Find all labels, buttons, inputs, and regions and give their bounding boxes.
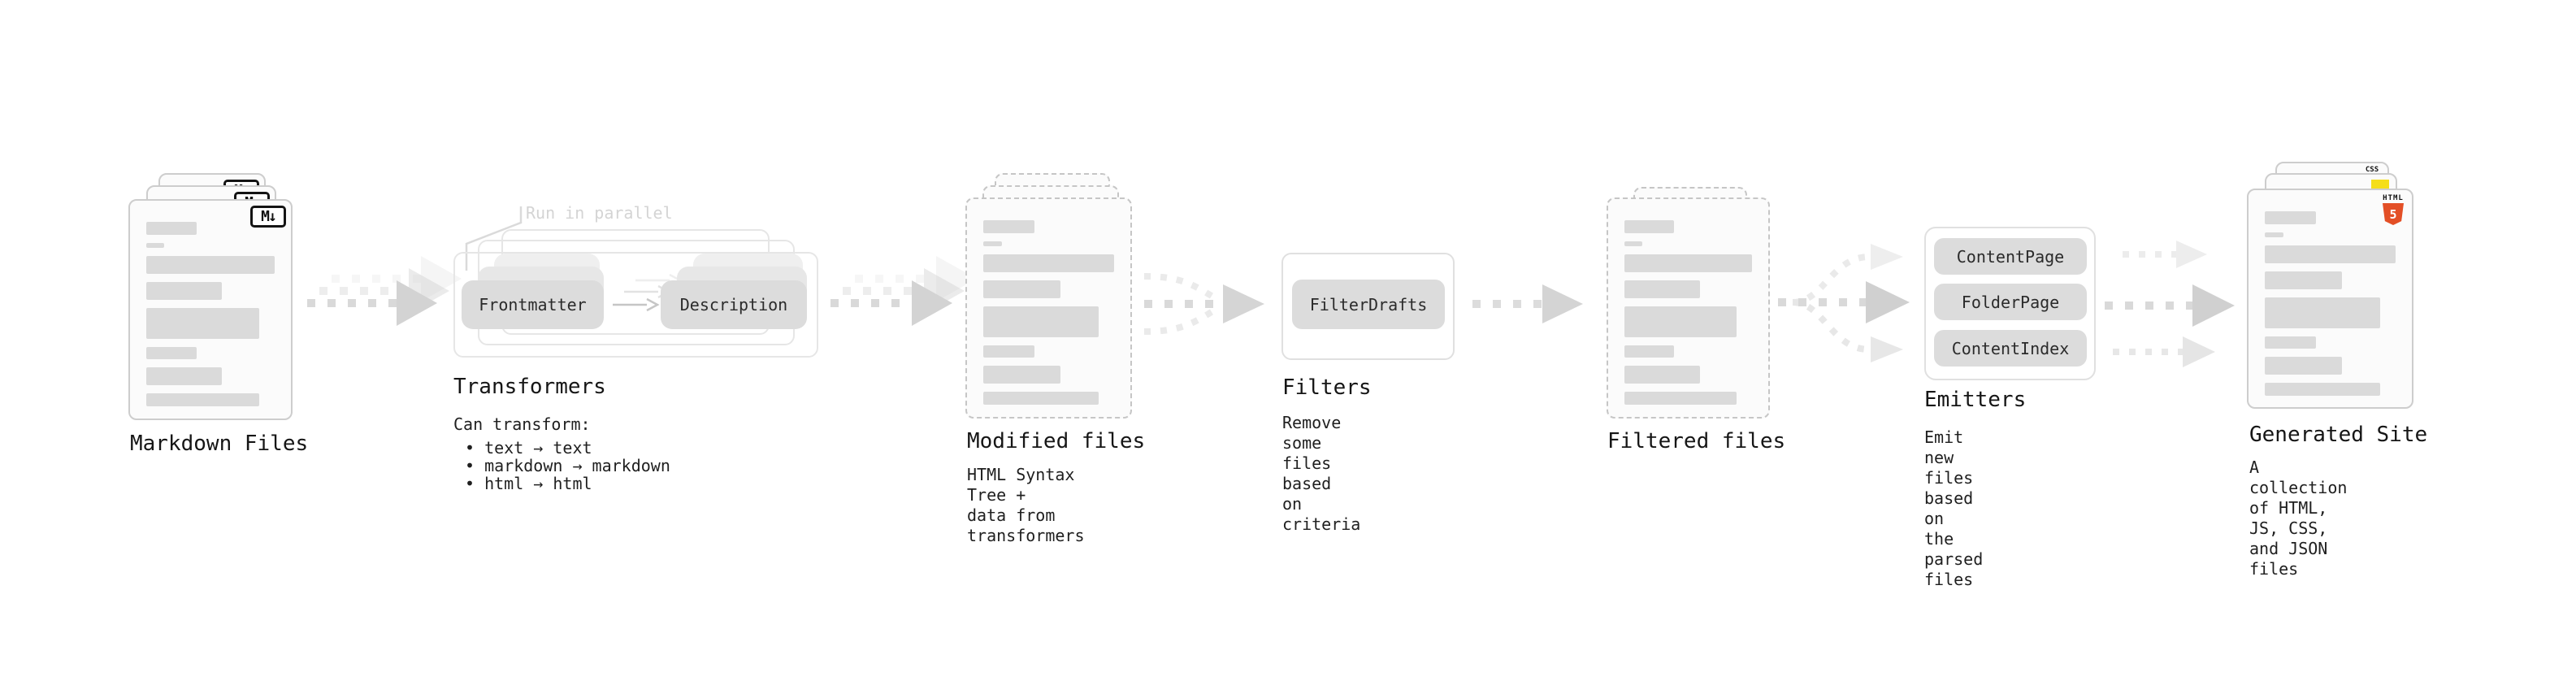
transformers-desc-title: Can transform: — [453, 414, 591, 434]
arrow-filtered-to-emitters — [1778, 244, 1910, 362]
placeholder-line — [1624, 392, 1737, 405]
doc-placeholder-lines — [2265, 211, 2396, 396]
placeholder-line — [146, 308, 260, 339]
placeholder-line — [2265, 383, 2380, 396]
markdown-icon: M↓ — [250, 206, 286, 228]
arrow-markdown-to-transformers — [307, 256, 462, 326]
placeholder-line — [2265, 357, 2342, 375]
placeholder-line — [983, 306, 1099, 337]
placeholder-line — [983, 392, 1099, 405]
contentindex-box: ContentIndex — [1934, 330, 2087, 367]
bullet-item: • html → html — [465, 474, 592, 493]
placeholder-line — [146, 367, 223, 385]
arrow-filters-to-filtered — [1472, 284, 1583, 323]
bullet-item: • markdown → markdown — [465, 456, 670, 475]
html5-icon-number: 5 — [2389, 206, 2397, 222]
transformers-label: Transformers — [453, 375, 606, 399]
placeholder-line — [1624, 254, 1752, 272]
modified-files-label: Modified files — [967, 429, 1146, 453]
js-icon — [2371, 180, 2389, 190]
placeholder-line — [2265, 297, 2380, 328]
placeholder-line — [983, 241, 1002, 246]
css-icon-text: CSS — [2365, 166, 2379, 174]
contentpage-box: ContentPage — [1934, 238, 2087, 275]
placeholder-line — [983, 345, 1034, 358]
placeholder-line — [2265, 271, 2342, 289]
generated-site-desc: A collection of HTML, JS, CSS, and JSON … — [2249, 458, 2348, 579]
arrow-transformers-to-modified — [830, 256, 977, 326]
placeholder-line — [2265, 245, 2396, 263]
folderpage-box: FolderPage — [1934, 284, 2087, 320]
arrow-modified-to-filters — [1143, 273, 1264, 335]
filterdrafts-box: FilterDrafts — [1292, 280, 1445, 329]
doc-placeholder-lines — [983, 220, 1114, 406]
placeholder-line — [983, 280, 1060, 298]
placeholder-line — [1624, 280, 1700, 298]
placeholder-line — [146, 243, 165, 248]
frontmatter-box: Frontmatter — [462, 280, 604, 329]
arrow-emitters-to-generated — [2105, 241, 2235, 367]
filters-label: Filters — [1282, 375, 1372, 400]
placeholder-line — [1624, 366, 1700, 384]
run-in-parallel-callout: Run in parallel — [526, 203, 673, 223]
emitters-label: Emitters — [1924, 388, 2027, 412]
html5-icon-shield: 5 — [2383, 203, 2404, 225]
placeholder-line — [146, 347, 197, 359]
placeholder-line — [2265, 232, 2283, 237]
markdown-files-label: Markdown Files — [130, 432, 309, 456]
emitters-desc: Emit new files based on the parsed files — [1924, 427, 1984, 589]
placeholder-line — [2265, 336, 2316, 349]
generated-doc-html: HTML 5 — [2247, 189, 2413, 409]
placeholder-line — [1624, 241, 1642, 246]
placeholder-line — [1624, 345, 1675, 358]
placeholder-line — [146, 222, 197, 235]
placeholder-line — [146, 256, 275, 274]
html5-icon-text: HTML — [2383, 194, 2404, 202]
placeholder-line — [983, 366, 1060, 384]
doc-placeholder-lines — [146, 222, 275, 407]
filtered-files-label: Filtered files — [1607, 429, 1786, 453]
placeholder-line — [983, 220, 1034, 233]
generated-site-label: Generated Site — [2249, 423, 2428, 447]
transformers-bullets: • text → text • markdown → markdown • ht… — [465, 439, 670, 492]
doc-placeholder-lines — [1624, 220, 1752, 406]
placeholder-line — [146, 393, 260, 406]
placeholder-line — [2265, 211, 2316, 224]
transformer-container-front — [453, 252, 818, 358]
filters-desc: Remove some files based on criteria — [1282, 413, 1361, 534]
placeholder-line — [983, 254, 1114, 272]
filtered-doc-front — [1607, 197, 1770, 419]
placeholder-line — [1624, 220, 1675, 233]
modified-files-desc: HTML Syntax Tree + data from transformer… — [967, 465, 1085, 545]
html5-icon: HTML 5 — [2383, 194, 2404, 225]
bullet-item: • text → text — [465, 438, 592, 458]
placeholder-line — [146, 282, 223, 300]
placeholder-line — [1624, 306, 1737, 337]
modified-doc-front — [965, 197, 1132, 419]
markdown-doc-front: M↓ — [128, 199, 293, 420]
description-box: Description — [661, 280, 807, 329]
